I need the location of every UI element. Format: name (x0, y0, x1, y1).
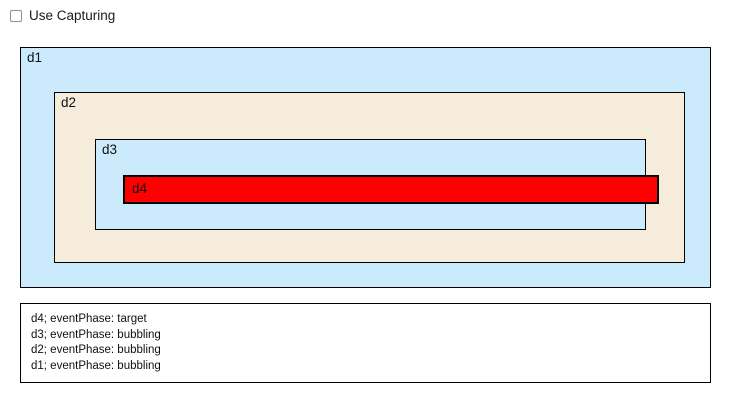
box-d2-label: d2 (61, 95, 77, 110)
box-d1[interactable]: d1 d2 d3 d4 (20, 47, 711, 288)
use-capturing-checkbox[interactable] (10, 9, 22, 22)
box-d3-label: d3 (102, 142, 118, 157)
log-line: d4; eventPhase: target (31, 313, 147, 325)
log-line: d1; eventPhase: bubbling (31, 359, 161, 372)
event-log-panel: d4; eventPhase: target d3; eventPhase: b… (20, 303, 711, 383)
use-capturing-row[interactable]: Use Capturing (10, 9, 115, 23)
log-line: d2; eventPhase: bubbling (31, 344, 161, 356)
box-d3[interactable]: d3 d4 (95, 139, 659, 230)
box-d2[interactable]: d2 d3 d4 (54, 92, 685, 263)
box-d4-label: d4 (132, 181, 148, 196)
box-d1-label: d1 (27, 50, 43, 65)
log-line: d3; eventPhase: bubbling (31, 328, 161, 341)
box-d4[interactable]: d4 (123, 175, 659, 204)
use-capturing-label[interactable]: Use Capturing (29, 8, 116, 23)
